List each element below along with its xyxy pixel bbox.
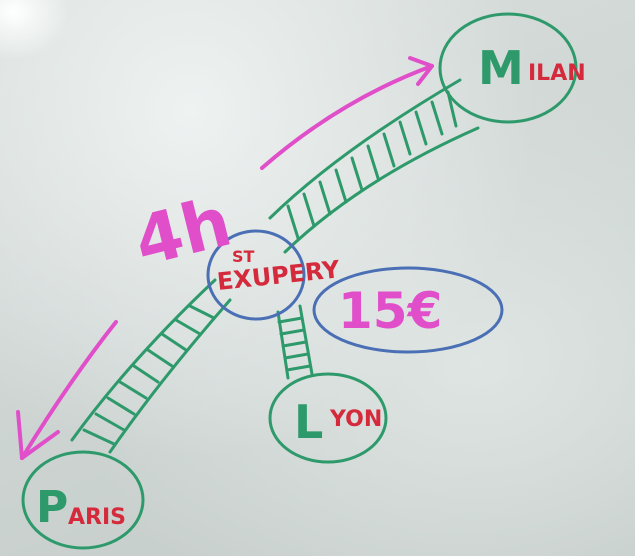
light-glare <box>0 0 70 60</box>
railway-st-exupery-lyon <box>276 304 314 380</box>
station-label-milan: M ILAN <box>478 41 586 95</box>
station-circle-milan <box>438 12 578 124</box>
arrow-to-milan <box>260 56 434 170</box>
lyon-rest: YON <box>329 407 382 432</box>
station-circle-paris <box>21 450 145 550</box>
milan-initial: M <box>478 41 524 95</box>
station-label-paris: P ARIS <box>36 482 126 533</box>
station-label-st-exupery: ST EXUPERY <box>216 247 342 296</box>
railway-paris-st-exupery <box>70 278 232 454</box>
price-label: 15€ <box>338 282 442 340</box>
paris-initial: P <box>36 482 68 533</box>
station-label-lyon: L YON <box>294 395 382 449</box>
station-circle-st-exupery <box>206 229 306 321</box>
milan-rest: ILAN <box>528 61 586 86</box>
price-circle <box>312 266 504 354</box>
railway-st-exupery-milan <box>268 78 480 254</box>
paris-rest: ARIS <box>68 505 126 530</box>
station-circle-lyon <box>268 372 388 464</box>
arrow-to-paris <box>16 320 118 460</box>
st-exupery-line1: ST <box>232 247 255 266</box>
lyon-initial: L <box>294 395 323 449</box>
